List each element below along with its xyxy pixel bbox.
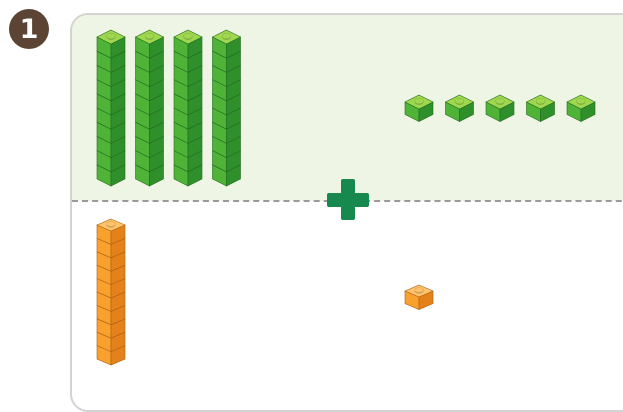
one-cube-stud-top — [495, 97, 505, 105]
one-cube-stud-top — [576, 97, 586, 105]
ten-rod-cube-stud-top — [106, 221, 116, 227]
base-ten-blocks-scene — [96, 29, 596, 366]
one-cube — [404, 94, 434, 122]
ten-rod-cube-stud-top — [144, 32, 155, 40]
one-cube — [404, 284, 434, 310]
ten-rod-cube-stud-top — [106, 32, 116, 40]
ten-rod — [96, 218, 126, 366]
one-cube-stud-top — [414, 97, 424, 105]
plus-icon — [327, 179, 369, 220]
one-cube — [444, 94, 475, 122]
ten-rod — [134, 29, 165, 187]
one-cube — [566, 94, 596, 122]
one-cube-stud-top — [414, 287, 424, 293]
one-cube — [525, 94, 556, 122]
ten-rod — [211, 29, 242, 187]
ten-rod — [96, 29, 126, 187]
one-cube — [485, 94, 515, 122]
problem-number-badge: 1 — [9, 9, 49, 49]
ten-rod-cube-stud-top — [221, 32, 232, 40]
ten-rod-cube-stud-top — [183, 32, 193, 40]
one-cube-stud-top — [535, 97, 546, 105]
ten-rod — [173, 29, 203, 187]
one-cube-stud-top — [454, 97, 465, 105]
